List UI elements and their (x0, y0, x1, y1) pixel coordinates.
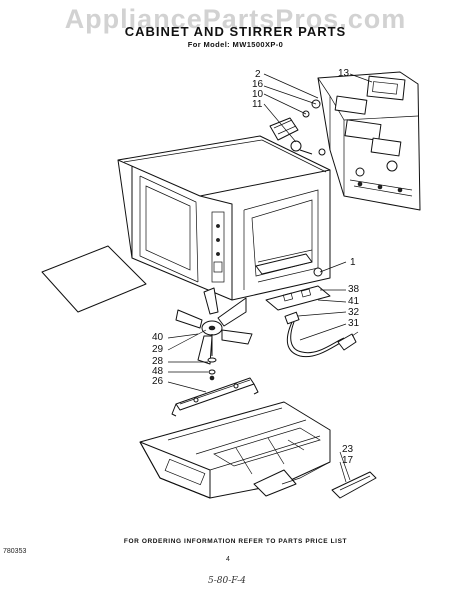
cover-sheet (41, 245, 147, 313)
callout-13: 13 (338, 68, 350, 79)
page-number: 4 (226, 556, 230, 563)
callout-32: 32 (348, 307, 360, 318)
callout-1: 1 (350, 257, 356, 268)
callout-16: 16 (252, 79, 264, 90)
callout-40: 40 (152, 332, 164, 343)
cabinet-body (117, 135, 331, 301)
callout-23: 23 (342, 444, 354, 455)
rear-panel (317, 71, 421, 211)
watermark: AppliancePartsPros.com (64, 4, 407, 34)
callout-10: 10 (252, 89, 264, 100)
callout-28: 28 (152, 356, 164, 367)
stirrer-motor (269, 99, 326, 156)
callout-17: 17 (342, 455, 354, 466)
power-cord (284, 311, 359, 358)
document-number: 780353 (3, 548, 27, 555)
terminal-bracket (265, 267, 331, 311)
leader-lines (167, 73, 373, 483)
stirrer-fan (175, 287, 253, 381)
callout-11: 11 (252, 99, 263, 110)
ordering-info-note: FOR ORDERING INFORMATION REFER TO PARTS … (123, 538, 348, 545)
callout-2: 2 (255, 69, 261, 80)
model-label: For Model: MW1500XP-0 (187, 40, 284, 49)
base-plate (139, 401, 331, 499)
latch-part (331, 471, 377, 499)
callout-29: 29 (152, 344, 164, 355)
callout-26: 26 (152, 376, 164, 387)
callout-38: 38 (348, 284, 360, 295)
stirrer-bracket (171, 377, 259, 417)
callout-48: 48 (152, 366, 164, 377)
callout-31: 31 (348, 318, 360, 329)
handwritten-note: 5-80-F-4 (208, 576, 246, 586)
callout-41: 41 (348, 296, 360, 307)
diagram-title: CABINET AND STIRRER PARTS (124, 24, 347, 39)
